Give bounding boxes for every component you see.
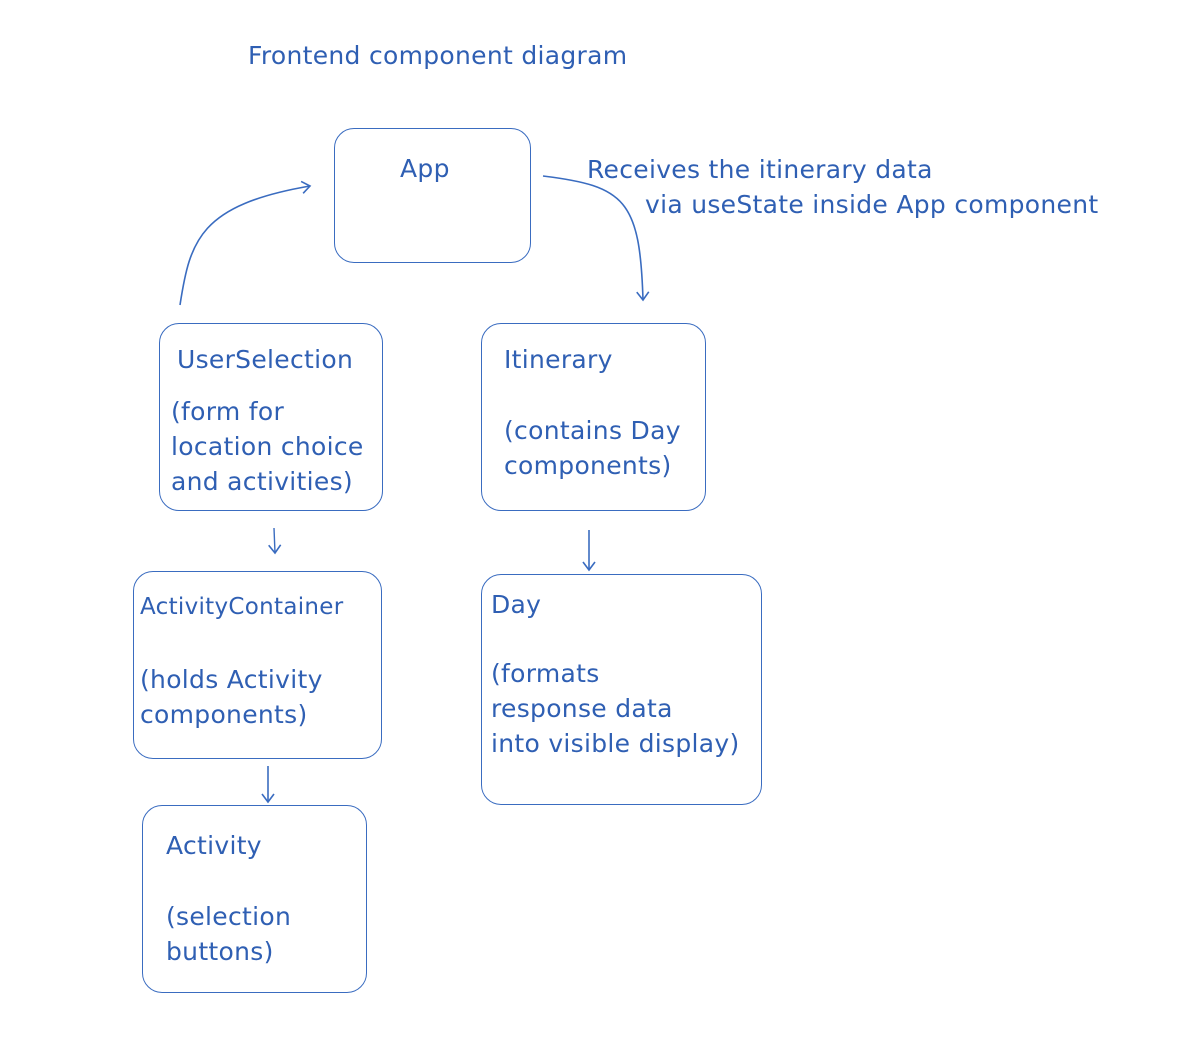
node-activity-container: ActivityContainer (holds Activity compon…	[133, 571, 382, 759]
annotation-line-2: via useState inside App component	[645, 190, 1099, 219]
node-activity-container-desc: (holds Activity components)	[140, 665, 323, 729]
node-day-desc: (formats response data into visible disp…	[491, 659, 740, 758]
node-itinerary: Itinerary (contains Day components)	[481, 323, 706, 511]
node-itinerary-desc: (contains Day components)	[504, 416, 681, 480]
node-activity-container-name: ActivityContainer	[140, 594, 344, 620]
diagram-title: Frontend component diagram	[248, 41, 628, 70]
edge-userselection-to-activitycontainer	[268, 527, 282, 555]
edge-app-to-itinerary	[542, 175, 650, 302]
edge-userselection-to-app	[179, 180, 312, 306]
node-app-name: App	[400, 154, 450, 183]
node-activity-desc: (selection buttons)	[166, 902, 292, 966]
node-activity-name: Activity	[166, 831, 262, 860]
node-day: Day (formats response data into visible …	[481, 574, 762, 805]
node-user-selection-desc: (form for location choice and activities…	[171, 397, 364, 496]
node-user-selection: UserSelection (form for location choice …	[159, 323, 383, 511]
node-app: App	[334, 128, 531, 263]
node-day-name: Day	[491, 590, 542, 619]
annotation-line-1: Receives the itinerary data	[587, 155, 933, 184]
node-user-selection-name: UserSelection	[177, 345, 354, 374]
node-activity: Activity (selection buttons)	[142, 805, 367, 993]
node-itinerary-name: Itinerary	[504, 345, 613, 374]
